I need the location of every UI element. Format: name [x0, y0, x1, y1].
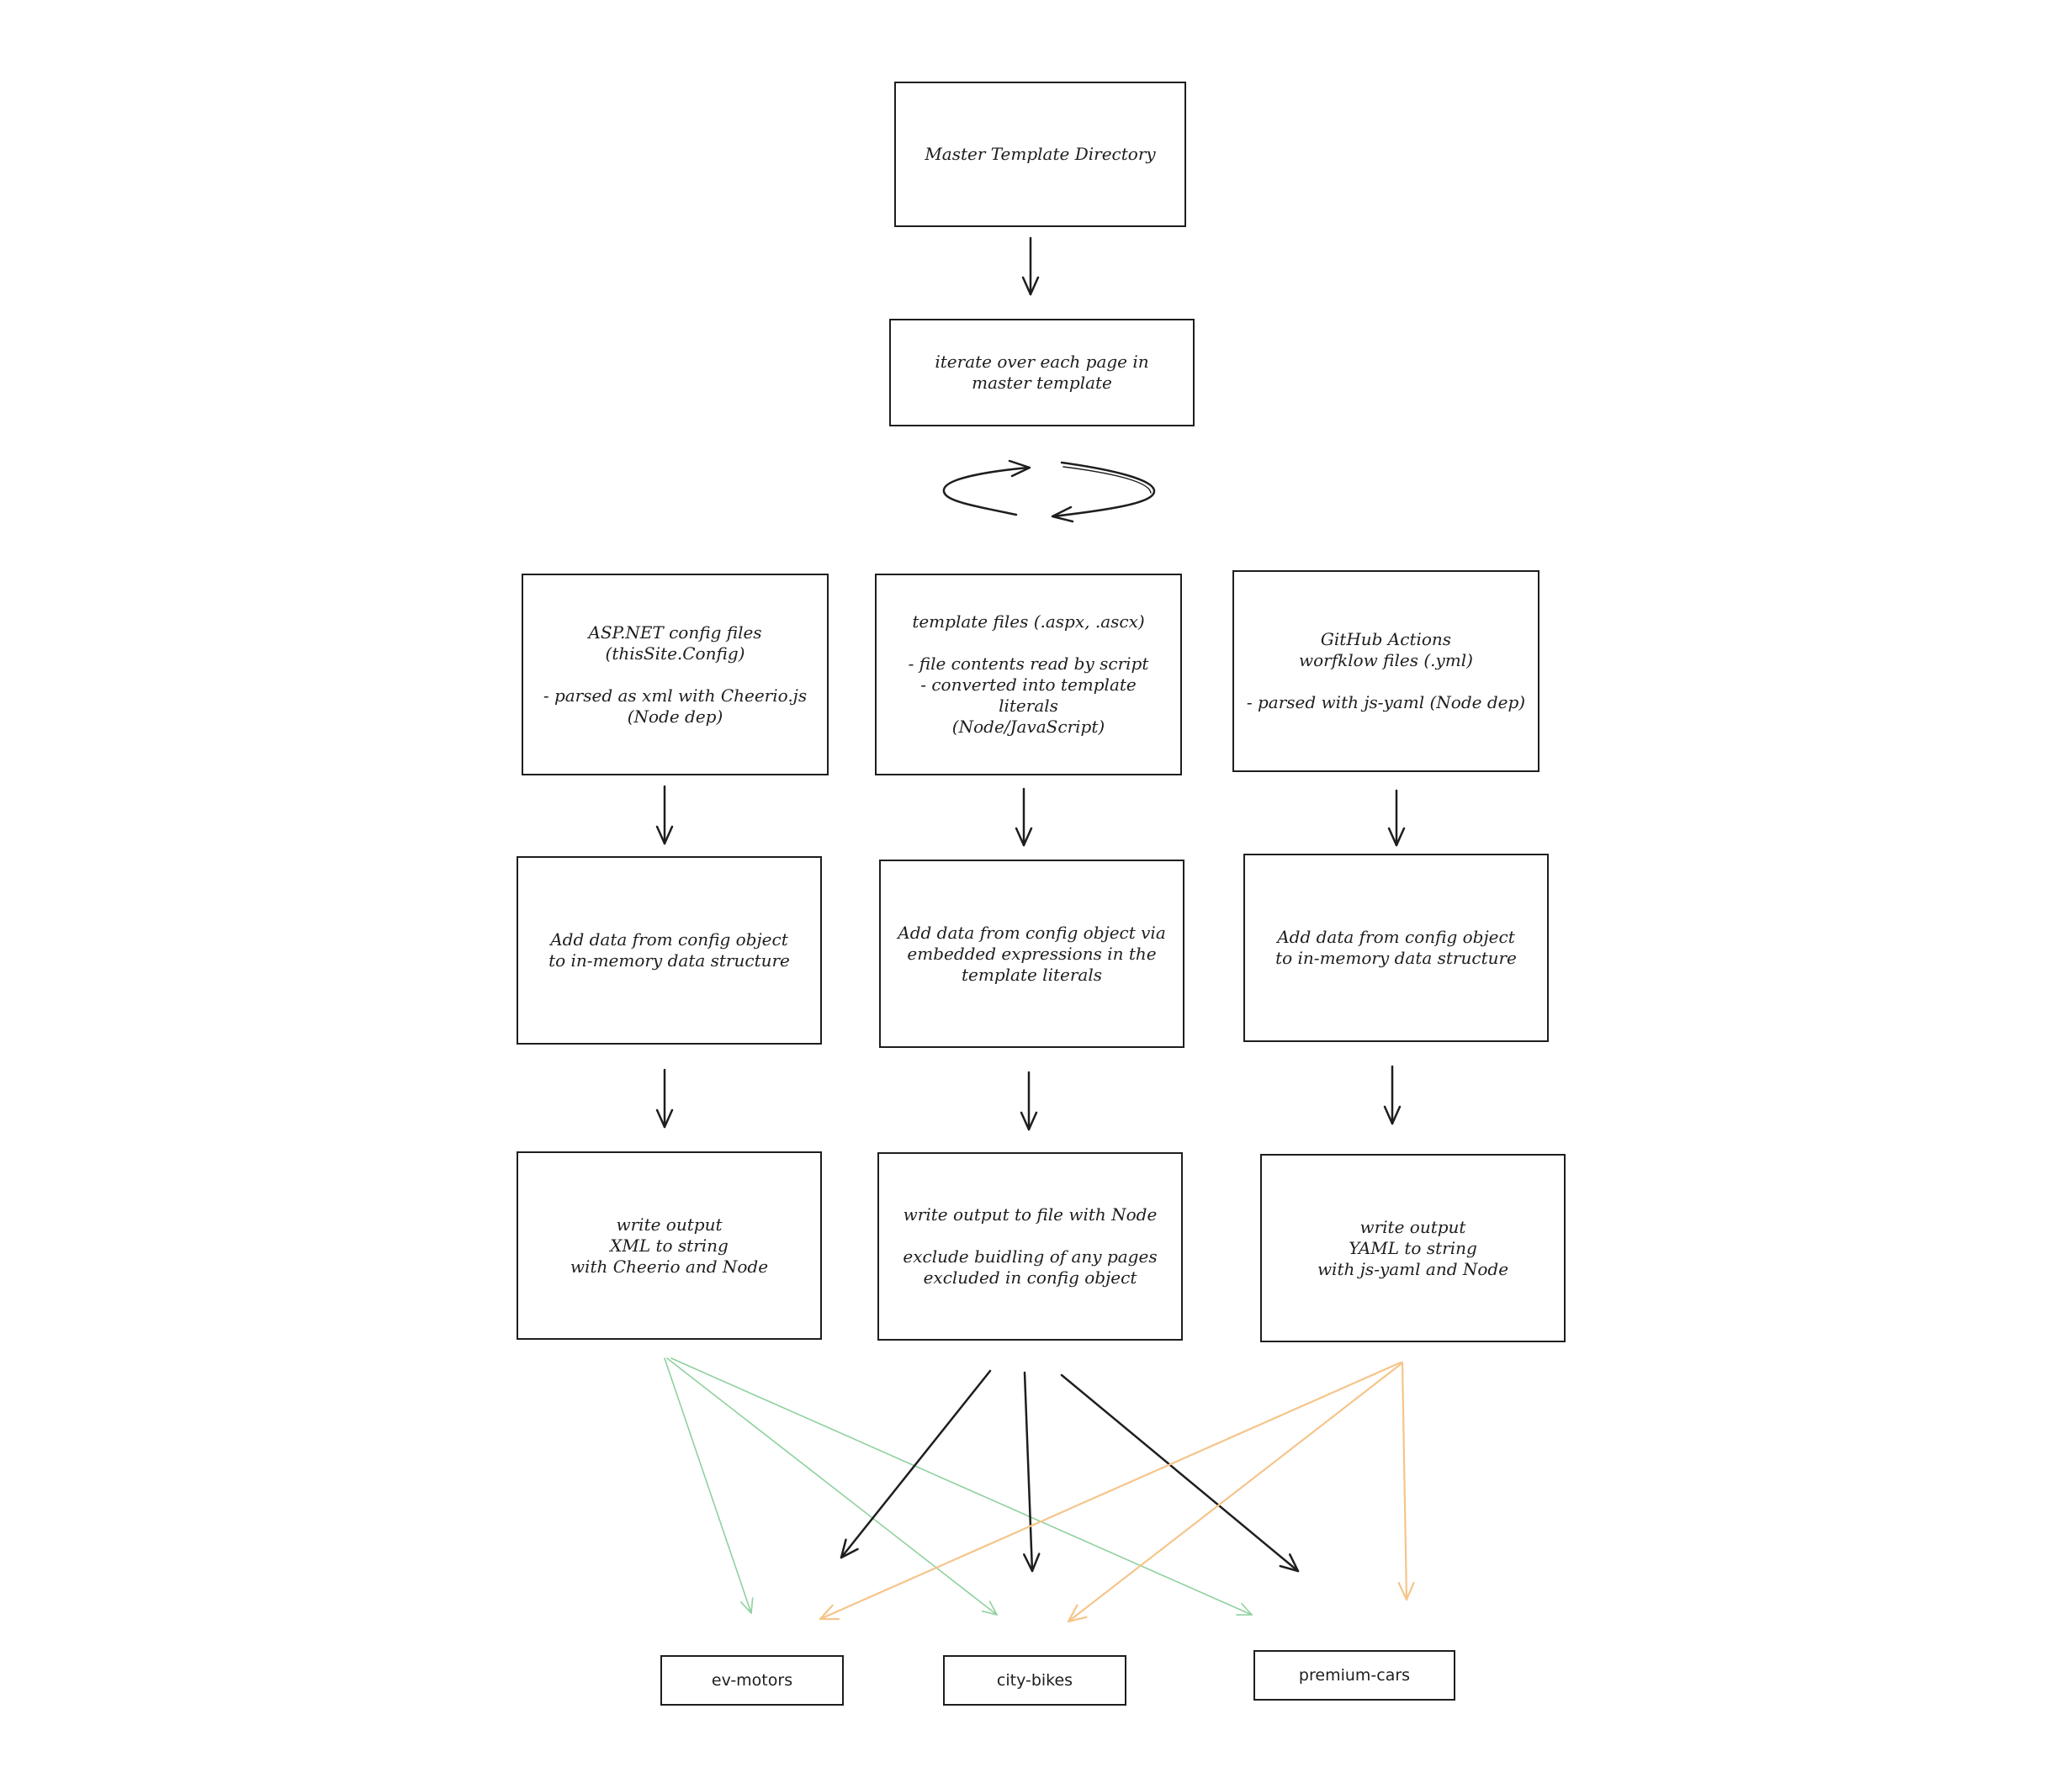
node-label: Add data from config object to in-memory… — [1275, 927, 1517, 968]
node-add-data-right[interactable]: Add data from config object to in-memory… — [1243, 854, 1549, 1042]
edge-add-data-right-to-write-yaml[interactable] — [1383, 1065, 1402, 1125]
node-add-data-center[interactable]: Add data from config object via embedded… — [879, 860, 1184, 1048]
edge-write-file-to-site-premium[interactable] — [1060, 1373, 1300, 1573]
node-master-template-directory[interactable]: Master Template Directory — [894, 82, 1186, 227]
node-add-data-left[interactable]: Add data from config object to in-memory… — [517, 856, 822, 1045]
node-label: write output to file with Node exclude b… — [903, 1204, 1158, 1288]
node-github-actions-files[interactable]: GitHub Actions worfklow files (.yml) - p… — [1232, 570, 1539, 772]
node-label: premium-cars — [1298, 1665, 1411, 1685]
edge-line — [1067, 1362, 1402, 1623]
edge-arrowhead — [1023, 1553, 1041, 1573]
edge-arrowhead — [1020, 1111, 1038, 1131]
node-write-file[interactable]: write output to file with Node exclude b… — [877, 1152, 1183, 1341]
edge-arrowhead — [1387, 827, 1406, 847]
edge-write-xml-to-site-premium[interactable] — [670, 1357, 1253, 1616]
loop-arrowhead-right — [1051, 505, 1074, 523]
loop-cycle-icon — [942, 459, 1156, 523]
edge-arrowhead — [1236, 1602, 1253, 1616]
edge-master-to-iterate[interactable] — [1021, 236, 1040, 296]
node-label: ev-motors — [711, 1670, 793, 1690]
node-site-city-bikes[interactable]: city-bikes — [943, 1655, 1126, 1706]
node-write-xml[interactable]: write output XML to string with Cheerio … — [517, 1151, 822, 1340]
edge-arrowhead — [1397, 1581, 1415, 1601]
edge-line — [840, 1369, 992, 1559]
node-label: Add data from config object to in-memory… — [548, 929, 790, 971]
edge-line — [664, 1357, 752, 1614]
edge-add-data-left-to-write-xml[interactable] — [655, 1068, 674, 1129]
edge-arrowhead — [840, 1538, 859, 1559]
edge-line — [1023, 1371, 1034, 1573]
node-label: Master Template Directory — [925, 144, 1156, 164]
edge-write-xml-to-site-ev[interactable] — [664, 1357, 754, 1614]
loop-arc-left — [942, 466, 1030, 516]
edge-arrowhead — [739, 1597, 754, 1614]
edge-arrowhead — [819, 1604, 840, 1621]
loop-arc-right-sketch — [1062, 466, 1152, 494]
edge-line — [666, 1357, 998, 1616]
edge-arrowhead — [981, 1600, 998, 1616]
edge-add-data-center-to-write-file[interactable] — [1020, 1071, 1038, 1131]
edge-template-files-to-add-data-center[interactable] — [1015, 787, 1033, 847]
edge-write-yaml-to-site-premium[interactable] — [1397, 1361, 1415, 1601]
edge-write-file-to-site-ev[interactable] — [840, 1369, 992, 1559]
edge-arrowhead — [1279, 1553, 1300, 1573]
node-site-premium-cars[interactable]: premium-cars — [1253, 1650, 1455, 1701]
edge-write-yaml-to-site-city[interactable] — [1067, 1362, 1402, 1623]
edge-line — [819, 1361, 1402, 1621]
edge-arrowhead — [655, 825, 674, 845]
edge-arrowhead — [1021, 276, 1040, 296]
edge-write-yaml-to-site-ev[interactable] — [819, 1361, 1402, 1621]
edge-aspnet-config-to-add-data-left[interactable] — [655, 785, 674, 845]
edge-line — [670, 1357, 1253, 1616]
loop-arrowhead-left — [1008, 459, 1031, 478]
edge-write-file-to-site-city[interactable] — [1023, 1371, 1041, 1573]
edge-arrowhead — [655, 1108, 674, 1129]
node-write-yaml[interactable]: write output YAML to string with js-yaml… — [1260, 1154, 1566, 1342]
node-label: ASP.NET config files (thisSite.Config) -… — [543, 622, 808, 727]
node-label: Add data from config object via embedded… — [898, 922, 1166, 985]
node-label: template files (.aspx, .ascx) - file con… — [908, 611, 1149, 737]
edge-arrowhead — [1015, 827, 1033, 847]
edge-write-xml-to-site-city[interactable] — [666, 1357, 998, 1616]
node-label: GitHub Actions worfklow files (.yml) - p… — [1246, 629, 1526, 712]
edge-github-actions-to-add-data-right[interactable] — [1387, 789, 1406, 847]
node-label: write output XML to string with Cheerio … — [570, 1214, 769, 1277]
edge-line — [1401, 1361, 1408, 1601]
node-label: write output YAML to string with js-yaml… — [1317, 1216, 1509, 1279]
edge-arrowhead — [1383, 1105, 1402, 1125]
node-label: city-bikes — [996, 1670, 1073, 1690]
node-label: iterate over each page in master templat… — [935, 352, 1149, 393]
edge-arrowhead — [1067, 1604, 1088, 1623]
loop-arc-right — [1052, 461, 1156, 518]
node-iterate-pages[interactable]: iterate over each page in master templat… — [889, 319, 1195, 426]
node-site-ev-motors[interactable]: ev-motors — [660, 1655, 844, 1706]
node-template-files[interactable]: template files (.aspx, .ascx) - file con… — [875, 574, 1182, 775]
node-aspnet-config-files[interactable]: ASP.NET config files (thisSite.Config) -… — [522, 574, 829, 775]
edge-line — [1060, 1373, 1300, 1573]
